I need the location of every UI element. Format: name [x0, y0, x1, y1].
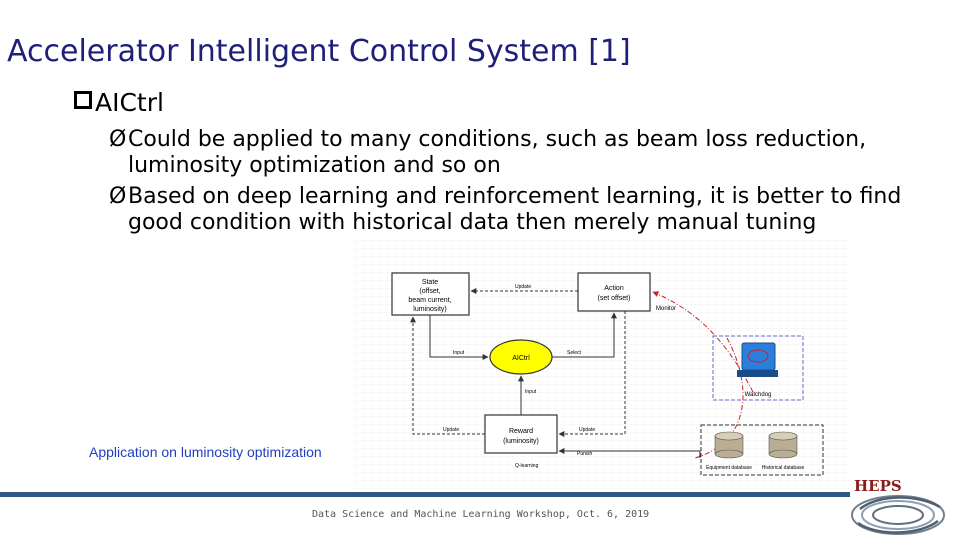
- edge-label: Punish: [577, 451, 593, 457]
- slide-title: Accelerator Intelligent Control System […: [7, 34, 631, 69]
- edge-label: Update: [579, 427, 595, 433]
- sub-bullet-text: Based on deep learning and reinforcement…: [128, 184, 902, 235]
- edge-input: [429, 315, 489, 360]
- edge-label: Monitor: [656, 306, 676, 312]
- bullet-label: AICtrl: [95, 88, 164, 117]
- arrow-bullet-icon: Ø: [109, 184, 127, 209]
- footer-bar: [0, 492, 850, 497]
- state-line: (offset,: [419, 288, 440, 295]
- database-label: Equipment database: [706, 465, 752, 471]
- state-line: State: [422, 279, 438, 286]
- monitor-icon: [741, 342, 776, 371]
- reward-box: Reward (luminosity): [484, 414, 558, 454]
- edge-update-left: [410, 316, 485, 435]
- arrow-bullet-icon: Ø: [109, 127, 127, 152]
- watchdog-label: Watchdog: [745, 392, 772, 398]
- reward-line: Reward: [509, 428, 533, 435]
- action-line: Action: [604, 285, 624, 292]
- edge-label: Input: [453, 350, 465, 356]
- action-box: Action (set offset): [577, 272, 651, 312]
- edge-punish: [558, 448, 701, 458]
- edge-label: Update: [443, 427, 459, 433]
- aictrl-diagram: State (offset, beam current, luminosity)…: [355, 240, 850, 490]
- edge-update-right: [558, 311, 626, 437]
- aictrl-node: AICtrl: [489, 339, 553, 375]
- aictrl-label: AICtrl: [512, 355, 530, 362]
- brand-name: HEPS: [854, 477, 902, 495]
- edge-label: Select: [567, 350, 582, 356]
- sub-bullet-text: Could be applied to many conditions, suc…: [128, 127, 867, 178]
- footer-text: Data Science and Machine Learning Worksh…: [312, 509, 650, 520]
- database-label: Historical database: [762, 465, 805, 471]
- sub-bullet-2: Ø Based on deep learning and reinforceme…: [109, 184, 909, 236]
- action-line: (set offset): [598, 295, 631, 302]
- database-icon: [768, 431, 798, 459]
- edge-select: [552, 312, 617, 358]
- database-group: Equipment database Historical database: [700, 424, 824, 476]
- edge-label: Update: [515, 284, 531, 290]
- state-box: State (offset, beam current, luminosity): [391, 272, 470, 316]
- edge-label: Q-learning: [515, 463, 539, 469]
- state-line: luminosity): [413, 306, 446, 313]
- edge-monitor-return: [694, 337, 744, 459]
- bullet-aictrl: AICtrl: [74, 88, 164, 117]
- heps-logo-icon: [851, 495, 945, 535]
- edge-label: Input: [525, 389, 537, 395]
- sub-bullet-1: Ø Could be applied to many conditions, s…: [109, 127, 909, 179]
- watchdog-node: Watchdog: [712, 335, 804, 401]
- keyboard-icon: [737, 370, 778, 377]
- state-line: beam current,: [408, 297, 451, 304]
- reward-line: (luminosity): [503, 438, 539, 445]
- figure-caption: Application on luminosity optimization: [89, 444, 322, 460]
- square-bullet-icon: [74, 91, 92, 109]
- database-icon: [714, 431, 744, 459]
